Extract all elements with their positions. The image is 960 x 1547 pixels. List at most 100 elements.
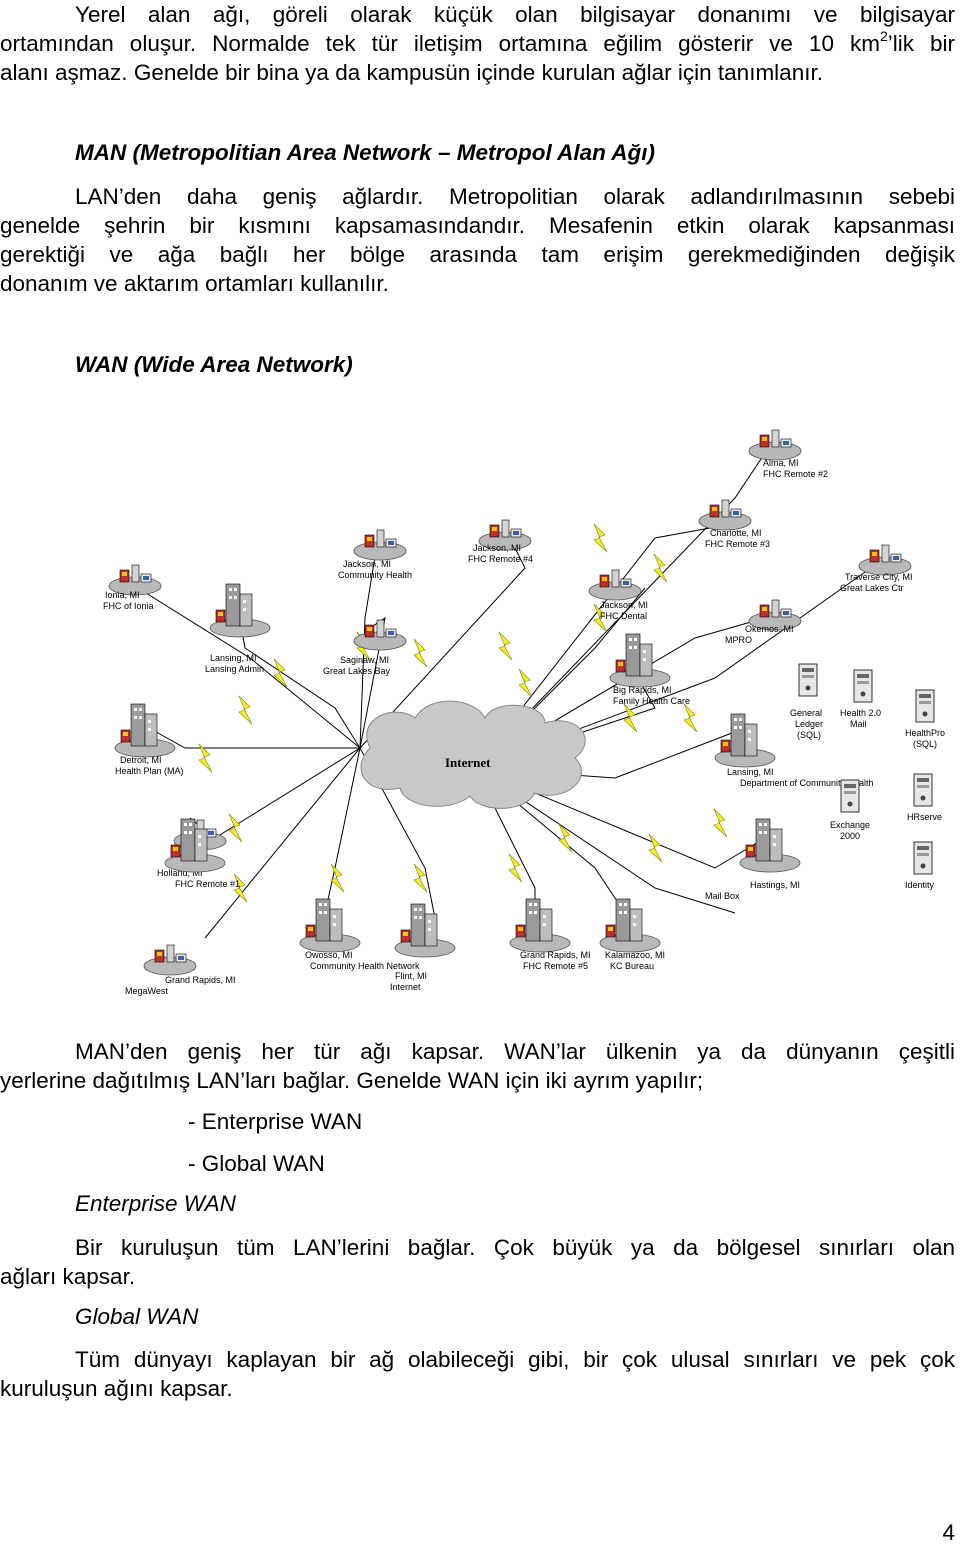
site-traverse-city: Big Rapids, MI Family Health Care xyxy=(609,633,690,706)
site-sublabel-3: FHC Remote #4 xyxy=(468,554,533,564)
site-sublabel-14: FHC Remote #5 xyxy=(523,961,588,971)
site-label-19: Big Rapids, MI xyxy=(613,685,672,695)
man-line-4: donanım ve aktarım ortamları kullanılır. xyxy=(0,271,389,296)
global-line-2: kuruluşun ağını kapsar. xyxy=(0,1376,233,1401)
site-label-1: Alma, MI xyxy=(763,458,799,468)
summary-line-1: MAN’den geniş her tür ağı kapsar. WAN’la… xyxy=(75,1039,955,1064)
server-label-6: Identity xyxy=(905,880,935,890)
page-number: 4 xyxy=(942,1520,955,1545)
enterprise-line-2: ağları kapsar. xyxy=(0,1264,136,1289)
wan-network-diagram: Internet Alma, MI FHC Remote #2 Charlott… xyxy=(103,429,945,996)
site-sublabel-7: Community Health xyxy=(338,570,412,580)
server-identity: Identity xyxy=(905,841,935,890)
site-kalamazoo: Grand Rapids, MI FHC Remote #5 xyxy=(509,898,591,971)
site-label-7: Jackson, MI xyxy=(343,559,391,569)
site-label-3: Jackson, MI xyxy=(473,543,521,553)
enterprise-line-1: Bir kuruluşun tüm LAN’lerini bağlar. Çok… xyxy=(75,1235,955,1260)
site-grand-rapids-remote: Flint, MI Internet xyxy=(390,903,456,992)
site-label-16: Hastings, MI xyxy=(750,880,800,890)
site-label-20: Traverse City, MI xyxy=(845,572,913,582)
server-sublabel-4: 2000 xyxy=(840,831,860,841)
intro-line-2-suffix: ’lik bir xyxy=(887,31,955,56)
site-label-9: Detroit, MI xyxy=(120,755,162,765)
site-label-11: Grand Rapids, MI xyxy=(165,975,236,985)
site-sublabel-2: FHC Remote #3 xyxy=(705,539,770,549)
intro-line-2-text: ortamından oluşur. Normalde tek tür ilet… xyxy=(0,31,880,56)
site-sublabel-4: FHC Dental xyxy=(600,611,647,621)
server-sublabel-1: Ledger xyxy=(795,719,823,729)
enterprise-heading: Enterprise WAN xyxy=(75,1191,236,1216)
server-exchange: Exchange 2000 xyxy=(830,779,870,841)
site-sublabel-8: Great Lakes Bay xyxy=(323,666,391,676)
server-label-3: HealthPro xyxy=(905,728,945,738)
site-label-17: Lansing, MI xyxy=(727,767,774,777)
site-sublabel-19: Family Health Care xyxy=(613,696,690,706)
server-healthpro: HealthPro (SQL) xyxy=(905,689,945,749)
wan-type-enterprise: - Enterprise WAN xyxy=(188,1109,363,1134)
man-heading: MAN (Metropolitian Area Network – Metrop… xyxy=(75,140,656,165)
superscript-2: 2 xyxy=(879,28,888,44)
man-line-1: LAN’den daha geniş ağlardır. Metropoliti… xyxy=(75,184,955,209)
site-big-rapids: Okemos, MI MPRO xyxy=(725,599,802,645)
server-mail: Health 2.0 Mail xyxy=(840,669,881,729)
server-label-4: Exchange xyxy=(830,820,870,830)
site-owosso: Grand Rapids, MI MegaWest xyxy=(125,944,236,996)
server-label-1: General xyxy=(790,708,822,718)
site-label-15: Kalamazoo, MI xyxy=(605,950,665,960)
site-okemos: Lansing, MI Department of Community Heal… xyxy=(714,713,874,788)
server-sublabel-3: (SQL) xyxy=(913,739,937,749)
site-label-12: Owosso, MI xyxy=(305,950,353,960)
site-sublabel-20: Great Lakes Ctr xyxy=(840,583,904,593)
site-alma: Alma, MI FHC Remote #2 xyxy=(748,429,828,479)
site-holland-remote: Traverse City, MI Great Lakes Ctr xyxy=(840,544,913,593)
man-line-3: gerektiği ve ağa bağlı her bölge arasınd… xyxy=(0,242,955,267)
site-label-6: Lansing, MI xyxy=(210,653,257,663)
site-sublabel-16: Mail Box xyxy=(705,891,740,901)
server-hrserve: HRserve xyxy=(907,773,942,822)
server-sublabel-1b: (SQL) xyxy=(797,730,821,740)
site-ionia: Ionia, MI FHC of Ionia xyxy=(103,564,162,611)
site-sublabel-10: FHC Remote #1 xyxy=(175,879,240,889)
wan-type-global: - Global WAN xyxy=(188,1151,325,1176)
site-sublabel-18: MPRO xyxy=(725,635,752,645)
server-label-2: Health 2.0 xyxy=(840,708,881,718)
site-sublabel-11: MegaWest xyxy=(125,986,168,996)
server-sublabel-2: Mail xyxy=(850,719,867,729)
site-sublabel-5: FHC of Ionia xyxy=(103,601,154,611)
site-hastings: Kalamazoo, MI KC Bureau xyxy=(599,898,665,971)
site-sublabel-6: Lansing Admin xyxy=(205,664,264,674)
site-label-10: Holland, MI xyxy=(157,868,203,878)
site-label-4: Jackson, MI xyxy=(600,600,648,610)
site-flint: Owosso, MI Community Health Network xyxy=(299,898,420,971)
site-label-18: Okemos, MI xyxy=(745,624,794,634)
site-lansing-dept: Hastings, MI Mail Box xyxy=(705,818,801,901)
internet-label: Internet xyxy=(445,755,491,770)
server-label-5: HRserve xyxy=(907,812,942,822)
site-saginaw: Saginaw, MI Great Lakes Bay xyxy=(323,619,407,676)
site-label-2: Charlotte, MI xyxy=(710,528,762,538)
server-general-ledger: General Ledger (SQL) xyxy=(790,663,823,740)
site-jackson-dental: Jackson, MI FHC Dental xyxy=(588,569,648,621)
site-label-14: Grand Rapids, MI xyxy=(520,950,591,960)
summary-line-2: yerlerine dağıtılmış LAN’ları bağlar. Ge… xyxy=(0,1068,704,1093)
site-detroit: Detroit, MI Health Plan (MA) xyxy=(114,703,184,776)
intro-line-3: alanı aşmaz. Genelde bir bina ya da kamp… xyxy=(0,60,823,85)
site-charlotte: Charlotte, MI FHC Remote #3 xyxy=(698,499,770,549)
site-holland: Holland, MI FHC Remote #1 xyxy=(157,819,240,889)
internet-cloud-icon: Internet xyxy=(360,700,586,809)
site-label-5: Ionia, MI xyxy=(105,590,140,600)
site-sublabel-1: FHC Remote #2 xyxy=(763,469,828,479)
site-sublabel-9: Health Plan (MA) xyxy=(115,766,184,776)
site-sublabel-12: Community Health Network xyxy=(310,961,420,971)
site-jackson-community: Jackson, MI Community Health xyxy=(338,529,412,580)
site-sublabel-15: KC Bureau xyxy=(610,961,654,971)
site-label-13: Flint, MI xyxy=(395,971,427,981)
site-sublabel-17: Department of Community Health xyxy=(740,778,874,788)
global-line-1: Tüm dünyayı kaplayan bir ağ olabileceği … xyxy=(75,1347,955,1372)
site-lansing-admin: Lansing, MI Lansing Admin xyxy=(205,583,271,674)
site-sublabel-13: Internet xyxy=(390,982,421,992)
global-heading: Global WAN xyxy=(75,1304,199,1329)
intro-line-2: ortamından oluşur. Normalde tek tür ilet… xyxy=(0,29,955,58)
site-jackson-remote: Jackson, MI FHC Remote #4 xyxy=(468,519,533,564)
intro-line-1: Yerel alan ağı, göreli olarak küçük olan… xyxy=(75,2,955,27)
